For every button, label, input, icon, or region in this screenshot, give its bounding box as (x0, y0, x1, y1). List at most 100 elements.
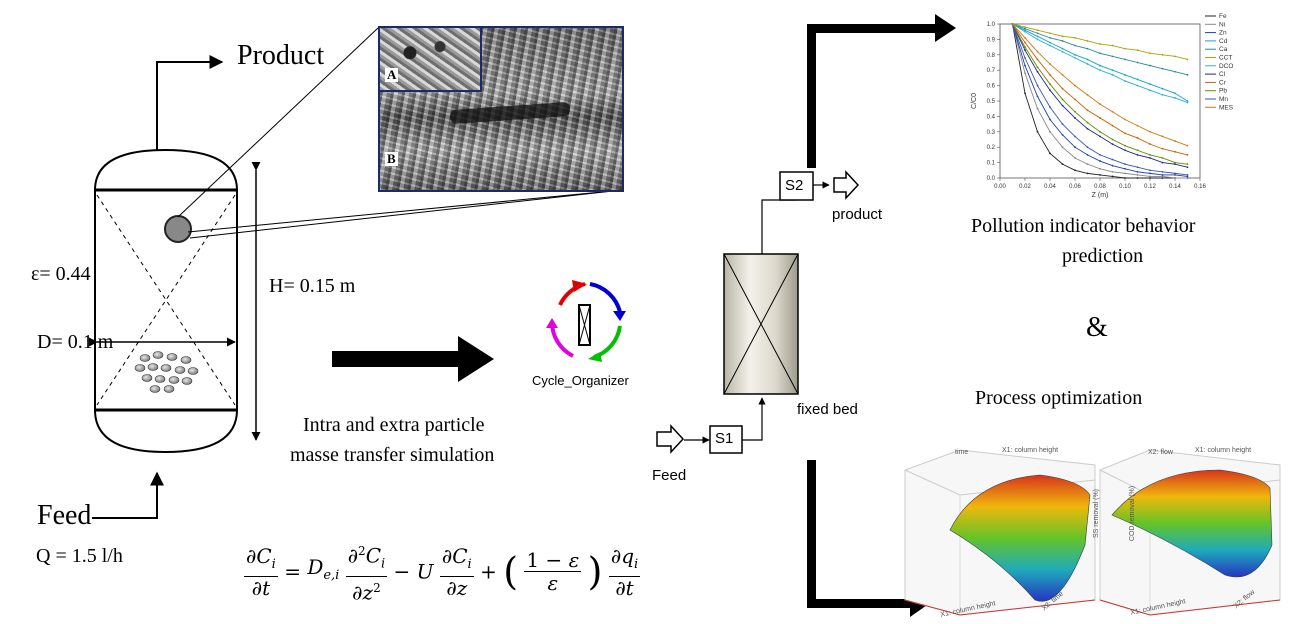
y-tick-label: 0.0 (987, 176, 996, 182)
data-point-cd (1111, 69, 1114, 72)
sem-micrograph: A B (378, 26, 624, 192)
data-point-dco (1186, 101, 1189, 104)
x-tick-label: 0.12 (1144, 184, 1156, 190)
data-point-ca (1136, 61, 1139, 64)
fixed-bed-unit (723, 253, 799, 395)
stream-s2-box[interactable] (779, 171, 814, 201)
data-point-dco (1161, 93, 1164, 96)
data-point-fe (1136, 177, 1139, 179)
data-point-mn (1049, 106, 1051, 109)
data-point-fe (1086, 172, 1089, 175)
data-point-cd (1074, 53, 1076, 56)
optimization-label: Process optimization (975, 387, 1143, 409)
data-point-cd (1149, 83, 1151, 85)
data-point-mes (1174, 140, 1176, 142)
data-point-ca (1024, 27, 1026, 30)
y-tick-label: 0.5 (987, 99, 996, 105)
data-point-cr (1074, 98, 1076, 101)
data-point-ni (1061, 146, 1064, 149)
sem-label-b: B (385, 151, 398, 166)
particle-highlight (164, 215, 192, 243)
surface2-corner-label: X2: flow (1148, 449, 1173, 456)
data-point-cct (1124, 47, 1126, 50)
output-bracket-top (807, 14, 956, 168)
data-point-zn (1186, 175, 1189, 178)
data-point-cd (1061, 47, 1064, 50)
data-point-ni (1149, 175, 1151, 178)
data-point-mn (1074, 135, 1076, 138)
data-point-ni (1186, 177, 1189, 179)
prediction-line2: prediction (1062, 245, 1144, 267)
feed-stream-icon (656, 424, 685, 454)
data-point-pb (1186, 163, 1189, 166)
fixed-bed-label: fixed bed (797, 401, 858, 418)
data-point-cl (1036, 70, 1039, 73)
data-point-dco (1174, 97, 1176, 99)
data-point-mn (1111, 158, 1114, 161)
legend-label-mn: Mn (1219, 96, 1228, 103)
data-point-cl (1086, 127, 1089, 130)
data-point-pb (1111, 138, 1114, 141)
data-point-mes (1061, 73, 1064, 76)
data-point-fe (1099, 174, 1101, 176)
stream-s1-box[interactable] (709, 425, 743, 454)
data-point-zn (1074, 146, 1076, 149)
data-point-cl (1136, 154, 1139, 156)
reactor-column (94, 148, 238, 454)
data-point-mn (1149, 169, 1151, 172)
x-tick-label: 0.02 (1019, 184, 1031, 190)
data-point-fe (1111, 175, 1114, 178)
data-point-cr (1149, 143, 1151, 146)
simulation-line1: Intra and extra particle (303, 414, 485, 436)
data-point-zn (1149, 172, 1151, 175)
legend-label-pb: Pb (1219, 88, 1227, 95)
data-point-mn (1086, 146, 1089, 149)
data-point-dco (1099, 69, 1101, 72)
data-point-pb (1161, 157, 1164, 159)
data-point-ni (1174, 177, 1176, 179)
x-tick-label: 0.04 (1044, 184, 1056, 190)
y-axis-label: C/C0 (971, 93, 978, 109)
data-point-cl (1149, 157, 1151, 159)
data-point-cr (1086, 109, 1089, 112)
legend-label-zn: Zn (1219, 30, 1227, 37)
data-point-cd (1174, 92, 1176, 95)
data-point-mn (1099, 154, 1101, 156)
data-point-cct (1136, 49, 1139, 52)
data-point-cr (1136, 137, 1139, 139)
legend-label-cl: Cl (1219, 71, 1226, 78)
data-point-cct (1161, 53, 1164, 56)
data-point-pb (1099, 130, 1101, 133)
surface1-corner-label: time (955, 449, 969, 456)
data-point-ni (1099, 167, 1101, 170)
data-point-zn (1136, 170, 1139, 173)
data-point-zn (1161, 174, 1164, 176)
data-point-zn (1049, 118, 1051, 121)
mass-transfer-equation: ∂Ci ∂t = De,i ∂2Ci ∂z2 − U ∂Ci ∂z + ( 1 … (244, 540, 641, 603)
data-point-cct (1049, 32, 1051, 35)
data-point-zn (1036, 95, 1039, 98)
surface-plot-2 (1099, 449, 1281, 616)
data-point-fe (1124, 177, 1126, 179)
data-point-cl (1049, 89, 1051, 92)
data-point-cct (1036, 29, 1039, 32)
data-point-ca (1086, 47, 1089, 50)
data-point-ca (1149, 64, 1151, 67)
data-point-fe (1149, 177, 1151, 179)
data-point-ca (1161, 67, 1164, 70)
data-point-ni (1136, 174, 1139, 176)
data-point-pb (1061, 98, 1064, 101)
data-point-ni (1161, 175, 1164, 178)
data-point-cl (1074, 117, 1076, 119)
data-point-mes (1049, 63, 1051, 65)
legend-label-cct: CCT (1219, 55, 1232, 62)
data-point-cct (1174, 55, 1176, 58)
data-point-pb (1174, 161, 1176, 164)
data-point-fe (1061, 163, 1064, 166)
data-point-zn (1024, 64, 1026, 67)
data-point-ca (1049, 36, 1051, 39)
surface2-top-label: X1: column height (1195, 447, 1252, 454)
data-point-ni (1074, 157, 1076, 159)
x-tick-label: 0.06 (1069, 184, 1081, 190)
height-label: H= 0.15 m (269, 275, 356, 297)
